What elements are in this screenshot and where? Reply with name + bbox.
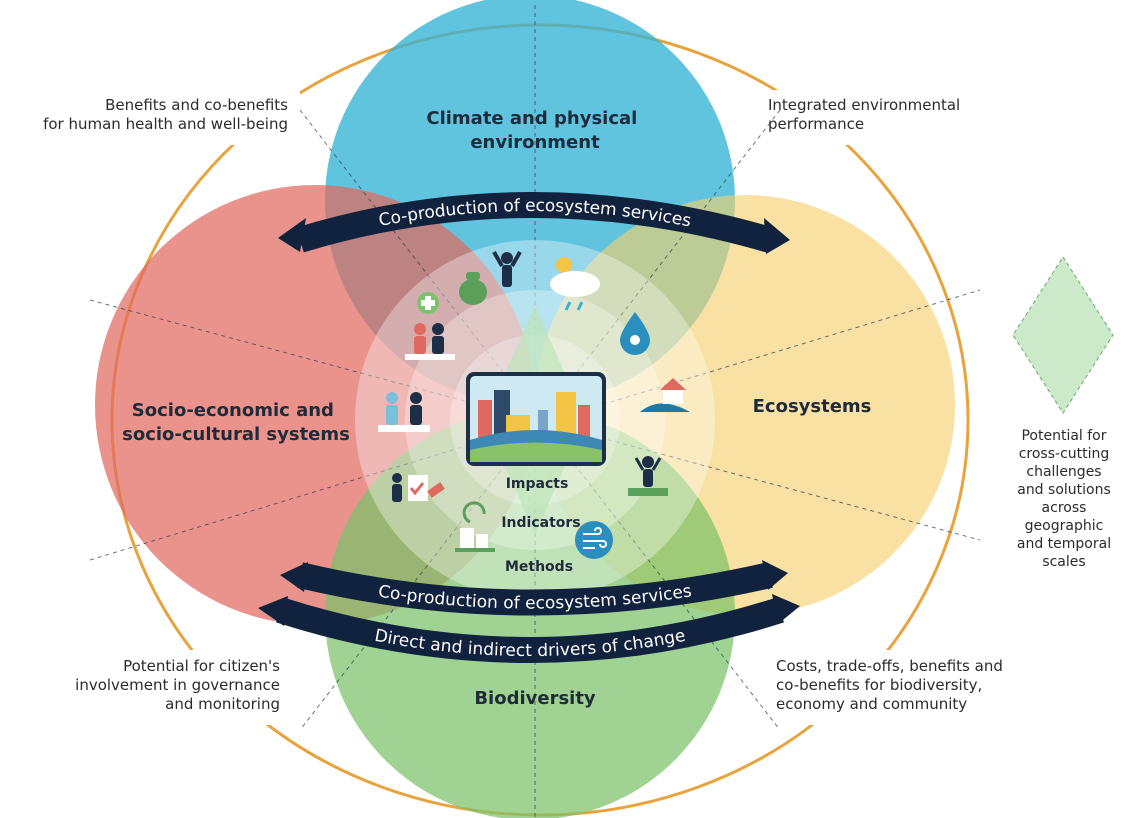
weather-cloud-icon [550, 257, 600, 311]
legend-diamond [1012, 256, 1114, 414]
handshake-icon [378, 392, 430, 432]
wind-icon [575, 521, 613, 559]
top-arrow-head-right [764, 218, 790, 254]
bottom-arrow-2-head-left [258, 596, 288, 626]
bottom-arrow-1-head-right [762, 560, 788, 590]
checklist-icon [392, 473, 445, 502]
impacts-label: Impacts [506, 476, 569, 492]
recycle-building-icon [455, 501, 495, 552]
biodiversity-label: Biodiversity [474, 688, 596, 709]
socio-label: Socio-economic and socio-cultural system… [122, 400, 350, 445]
corner-label-top-right: Integrated environmental performance [768, 96, 961, 133]
top-arrow-band [296, 192, 774, 253]
bottom-arrow-1-head-left [280, 562, 308, 592]
corner-label-bottom-left: Potential for citizen's involvement in g… [75, 657, 280, 713]
climate-label-line-2: environment [470, 132, 600, 153]
person-nature-icon [628, 456, 668, 496]
bottom-arrow-2-head-right [772, 594, 800, 624]
corner-label-top-left: Benefits and co-benefits for human healt… [43, 96, 288, 133]
climate-label-line-1: Climate and physical [426, 108, 637, 129]
health-cross-icon [417, 292, 439, 314]
city-illustration [466, 372, 606, 466]
legend-text: Potential for cross-cutting challenges a… [1016, 428, 1112, 570]
money-bag-icon [459, 272, 487, 305]
house-icon [640, 378, 690, 412]
ecosystems-label: Ecosystems [753, 396, 872, 417]
bottom-arrow-2-band [276, 597, 784, 663]
methods-label: Methods [505, 559, 573, 575]
indicators-label: Indicators [501, 515, 580, 531]
socio-label-line-2: socio-cultural systems [122, 424, 350, 445]
people-icon [405, 323, 455, 360]
climate-label: Climate and physical environment [426, 108, 643, 153]
person-raised-arms-icon [492, 251, 522, 287]
bottom-arrow-1-band [296, 562, 773, 616]
socio-label-line-1: Socio-economic and [132, 400, 334, 421]
corner-label-bottom-right: Costs, trade-offs, benefits and co-benef… [776, 657, 1003, 713]
water-drop-icon [620, 312, 650, 355]
top-arrow-head-left [278, 218, 306, 252]
